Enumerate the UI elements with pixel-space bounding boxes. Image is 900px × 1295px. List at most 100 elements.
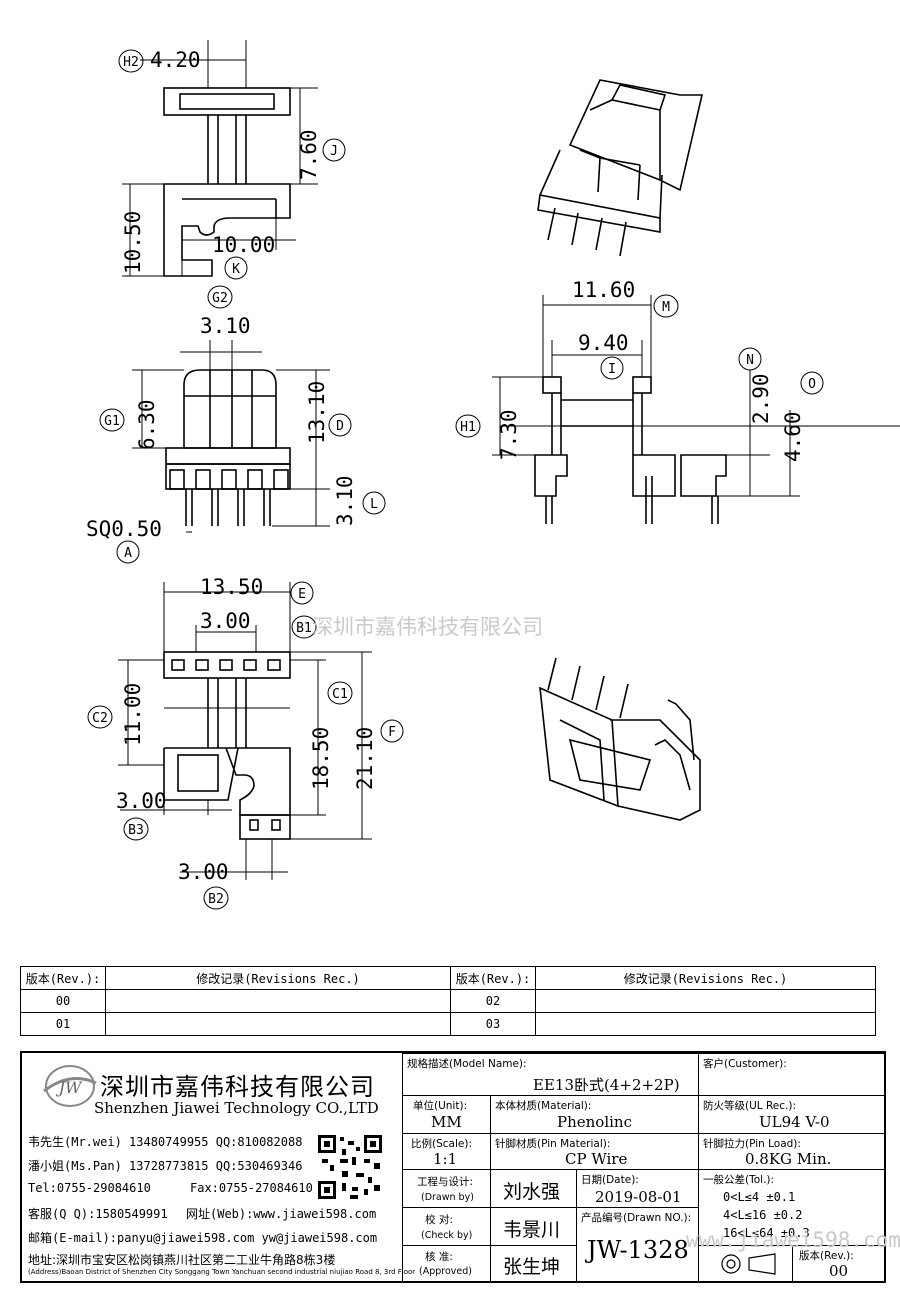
drawn-label-cn: 工程与设计: — [417, 1176, 474, 1188]
technical-drawing: 4.20 7.60 10.50 10.00 3.10 6.30 13.10 3.… — [86, 40, 900, 910]
callout-h2: H2 — [123, 55, 139, 70]
callout-c1: C1 — [332, 687, 348, 702]
revision-table: 版本(Rev.): 修改记录(Revisions Rec.) 版本(Rev.):… — [20, 966, 876, 1036]
projection-symbol-cell — [698, 1245, 792, 1281]
approved-cell: 核 准: (Approved) — [402, 1245, 490, 1281]
pin-material-value: CP Wire — [565, 1150, 628, 1168]
bottom-view — [163, 651, 291, 840]
drawn-by-value-cell: 刘水强 — [490, 1169, 576, 1207]
rev-cell: 00 — [20, 989, 106, 1013]
check-by-cell: 校 对: (Check by) — [402, 1207, 490, 1245]
3d-view-top — [537, 79, 704, 257]
callout-i: I — [608, 362, 616, 377]
date-label: 日期(Date): — [581, 1174, 639, 1186]
unit-label: 单位(Unit): — [413, 1100, 468, 1112]
dim-3-00-b2: 3.00 — [178, 860, 229, 884]
dim-10-50: 10.50 — [121, 211, 145, 274]
rev-header: 版本(Rev.): — [20, 966, 106, 990]
rev-value: 00 — [829, 1262, 849, 1280]
scale-value: 1:1 — [433, 1150, 458, 1168]
contact-tel: Tel:0755-29084610 — [28, 1181, 151, 1195]
rev-cell — [535, 989, 876, 1013]
callout-c2: C2 — [92, 711, 108, 726]
company-logo: JW — [43, 1065, 97, 1107]
top-view — [163, 87, 291, 277]
callout-n: N — [746, 353, 754, 368]
contact-email: 邮箱(E-mail):panyu@jiawei598.com yw@jiawei… — [28, 1231, 378, 1245]
scale-label: 比例(Scale): — [411, 1138, 472, 1150]
tolerance-row-2: 4<L≤16 ±0.2 — [723, 1208, 803, 1222]
rev-cell — [105, 1012, 451, 1036]
approved-label-cn: 核 准: — [425, 1251, 453, 1263]
drawing-no-cell: 产品编号(Drawn NO.): JW-1328 — [576, 1207, 698, 1281]
dim-sq0-50: SQ0.50 — [86, 517, 162, 541]
check-label-en: (Check by) — [421, 1230, 473, 1241]
check-by-value-cell: 韦景川 — [490, 1207, 576, 1245]
company-panel: JW 深圳市嘉伟科技有限公司 Shenzhen Jiawei Technolog… — [22, 1053, 415, 1281]
callout-e: E — [298, 587, 306, 602]
contact-qq: 客服(Q Q):1580549991 — [28, 1207, 168, 1221]
company-name-en: Shenzhen Jiawei Technology CO.,LTD — [94, 1099, 379, 1117]
rev-cell — [535, 1012, 876, 1036]
callout-a: A — [124, 546, 132, 561]
drawn-by-value: 刘水强 — [503, 1181, 561, 1203]
projection-symbol-icon — [721, 1253, 776, 1275]
contact-web: 网址(Web):www.jiawei598.com — [186, 1207, 377, 1221]
scale-cell: 比例(Scale): 1:1 — [402, 1133, 490, 1169]
callout-l: L — [370, 497, 378, 512]
rev-cell: 版本(Rev.): 00 — [792, 1245, 884, 1281]
dim-21-10: 21.10 — [353, 727, 377, 790]
contact-wei: 韦先生(Mr.wei) 13480749955 QQ:810082088 — [28, 1135, 303, 1149]
dim-10-00: 10.00 — [212, 233, 275, 257]
drawn-label-en: (Drawn by) — [421, 1192, 474, 1203]
tolerance-row-3: 16<L≤64 ±0.3 — [723, 1226, 810, 1240]
address-en: (Address)Baoan District of Shenzhen City… — [28, 1268, 416, 1276]
tolerance-label: 一般公差(Tol.): — [703, 1174, 775, 1186]
pin-material-cell: 针脚材质(Pin Material): CP Wire — [490, 1133, 698, 1169]
drawing-no-value: JW-1328 — [587, 1236, 689, 1264]
callout-b3: B3 — [128, 823, 144, 838]
callout-g2: G2 — [212, 291, 228, 306]
title-block: JW 深圳市嘉伟科技有限公司 Shenzhen Jiawei Technolog… — [20, 1051, 886, 1283]
dim-7-60: 7.60 — [297, 129, 321, 180]
drawing-no-label: 产品编号(Drawn NO.): — [581, 1212, 692, 1224]
tolerance-row-1: 0<L≤4 ±0.1 — [723, 1190, 796, 1204]
rev-cell — [105, 989, 451, 1013]
dim-4-20: 4.20 — [150, 48, 201, 72]
dim-7-30: 7.30 — [497, 409, 521, 460]
approved-value-cell: 张生坤 — [490, 1245, 576, 1281]
dim-3-00-b3: 3.00 — [116, 789, 167, 813]
material-cell: 本体材质(Material): Phenolinc — [490, 1095, 698, 1133]
dim-13-50: 13.50 — [200, 575, 263, 599]
rev-cell: 03 — [450, 1012, 536, 1036]
rev-cell: 01 — [20, 1012, 106, 1036]
side-view — [500, 376, 900, 524]
date-value: 2019-08-01 — [595, 1188, 682, 1206]
model-value: EE13卧式(4+2+2P) — [533, 1076, 680, 1094]
pin-load-label: 针脚拉力(Pin Load): — [703, 1138, 801, 1150]
dim-13-10: 13.10 — [305, 381, 329, 444]
dim-4-60: 4.60 — [781, 411, 805, 462]
drawn-by-cell: 工程与设计: (Drawn by) — [402, 1169, 490, 1207]
svg-text:JW: JW — [56, 1078, 83, 1097]
callout-b2: B2 — [208, 892, 224, 907]
dim-3-10-g2: 3.10 — [200, 314, 251, 338]
address-cn: 地址:深圳市宝安区松岗镇燕川社区第二工业牛角路8栋3楼 — [28, 1253, 336, 1267]
qr-code — [316, 1133, 384, 1201]
rev-label: 版本(Rev.): — [799, 1250, 854, 1262]
callout-h1: H1 — [460, 420, 476, 435]
rev-rec-header: 修改记录(Revisions Rec.) — [535, 966, 876, 990]
model-cell: 规格描述(Model Name): EE13卧式(4+2+2P) — [402, 1053, 698, 1095]
material-label: 本体材质(Material): — [495, 1100, 592, 1112]
3d-view-bottom — [539, 657, 701, 821]
customer-cell: 客户(Customer): — [698, 1053, 884, 1095]
approved-label-en: (Approved) — [419, 1266, 472, 1277]
dim-11-60: 11.60 — [572, 278, 635, 302]
contact-fax: Fax:0755-27084610 — [190, 1181, 313, 1195]
pin-load-cell: 针脚拉力(Pin Load): 0.8KG Min. — [698, 1133, 884, 1169]
callout-f: F — [388, 725, 396, 740]
dim-6-30: 6.30 — [135, 399, 159, 450]
dim-11-00: 11.00 — [121, 683, 145, 746]
contact-pan: 潘小姐(Ms.Pan) 13728773815 QQ:530469346 — [28, 1159, 303, 1173]
pin-material-label: 针脚材质(Pin Material): — [495, 1138, 611, 1150]
